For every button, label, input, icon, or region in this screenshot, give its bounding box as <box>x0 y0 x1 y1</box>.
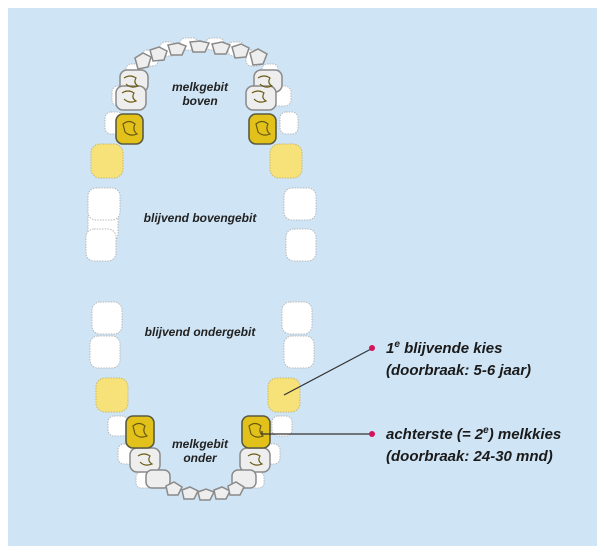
upper-milk-molars <box>116 114 276 144</box>
label-blijvend-ondergebit: blijvend ondergebit <box>120 325 280 339</box>
callout-first-permanent-molar: 1e blijvende kies (doorbraak: 5-6 jaar) <box>386 338 531 382</box>
label-melkgebit-onder: melkgebit onder <box>160 437 240 465</box>
label-blijvend-bovengebit: blijvend bovengebit <box>120 211 280 225</box>
label-melkgebit-boven: melkgebit boven <box>160 80 240 108</box>
lower-first-permanent-molars <box>96 378 300 412</box>
upper-first-permanent-molars <box>91 144 302 178</box>
callout-second-milk-molar: achterste (= 2e) melkkies (doorbraak: 24… <box>386 424 561 468</box>
